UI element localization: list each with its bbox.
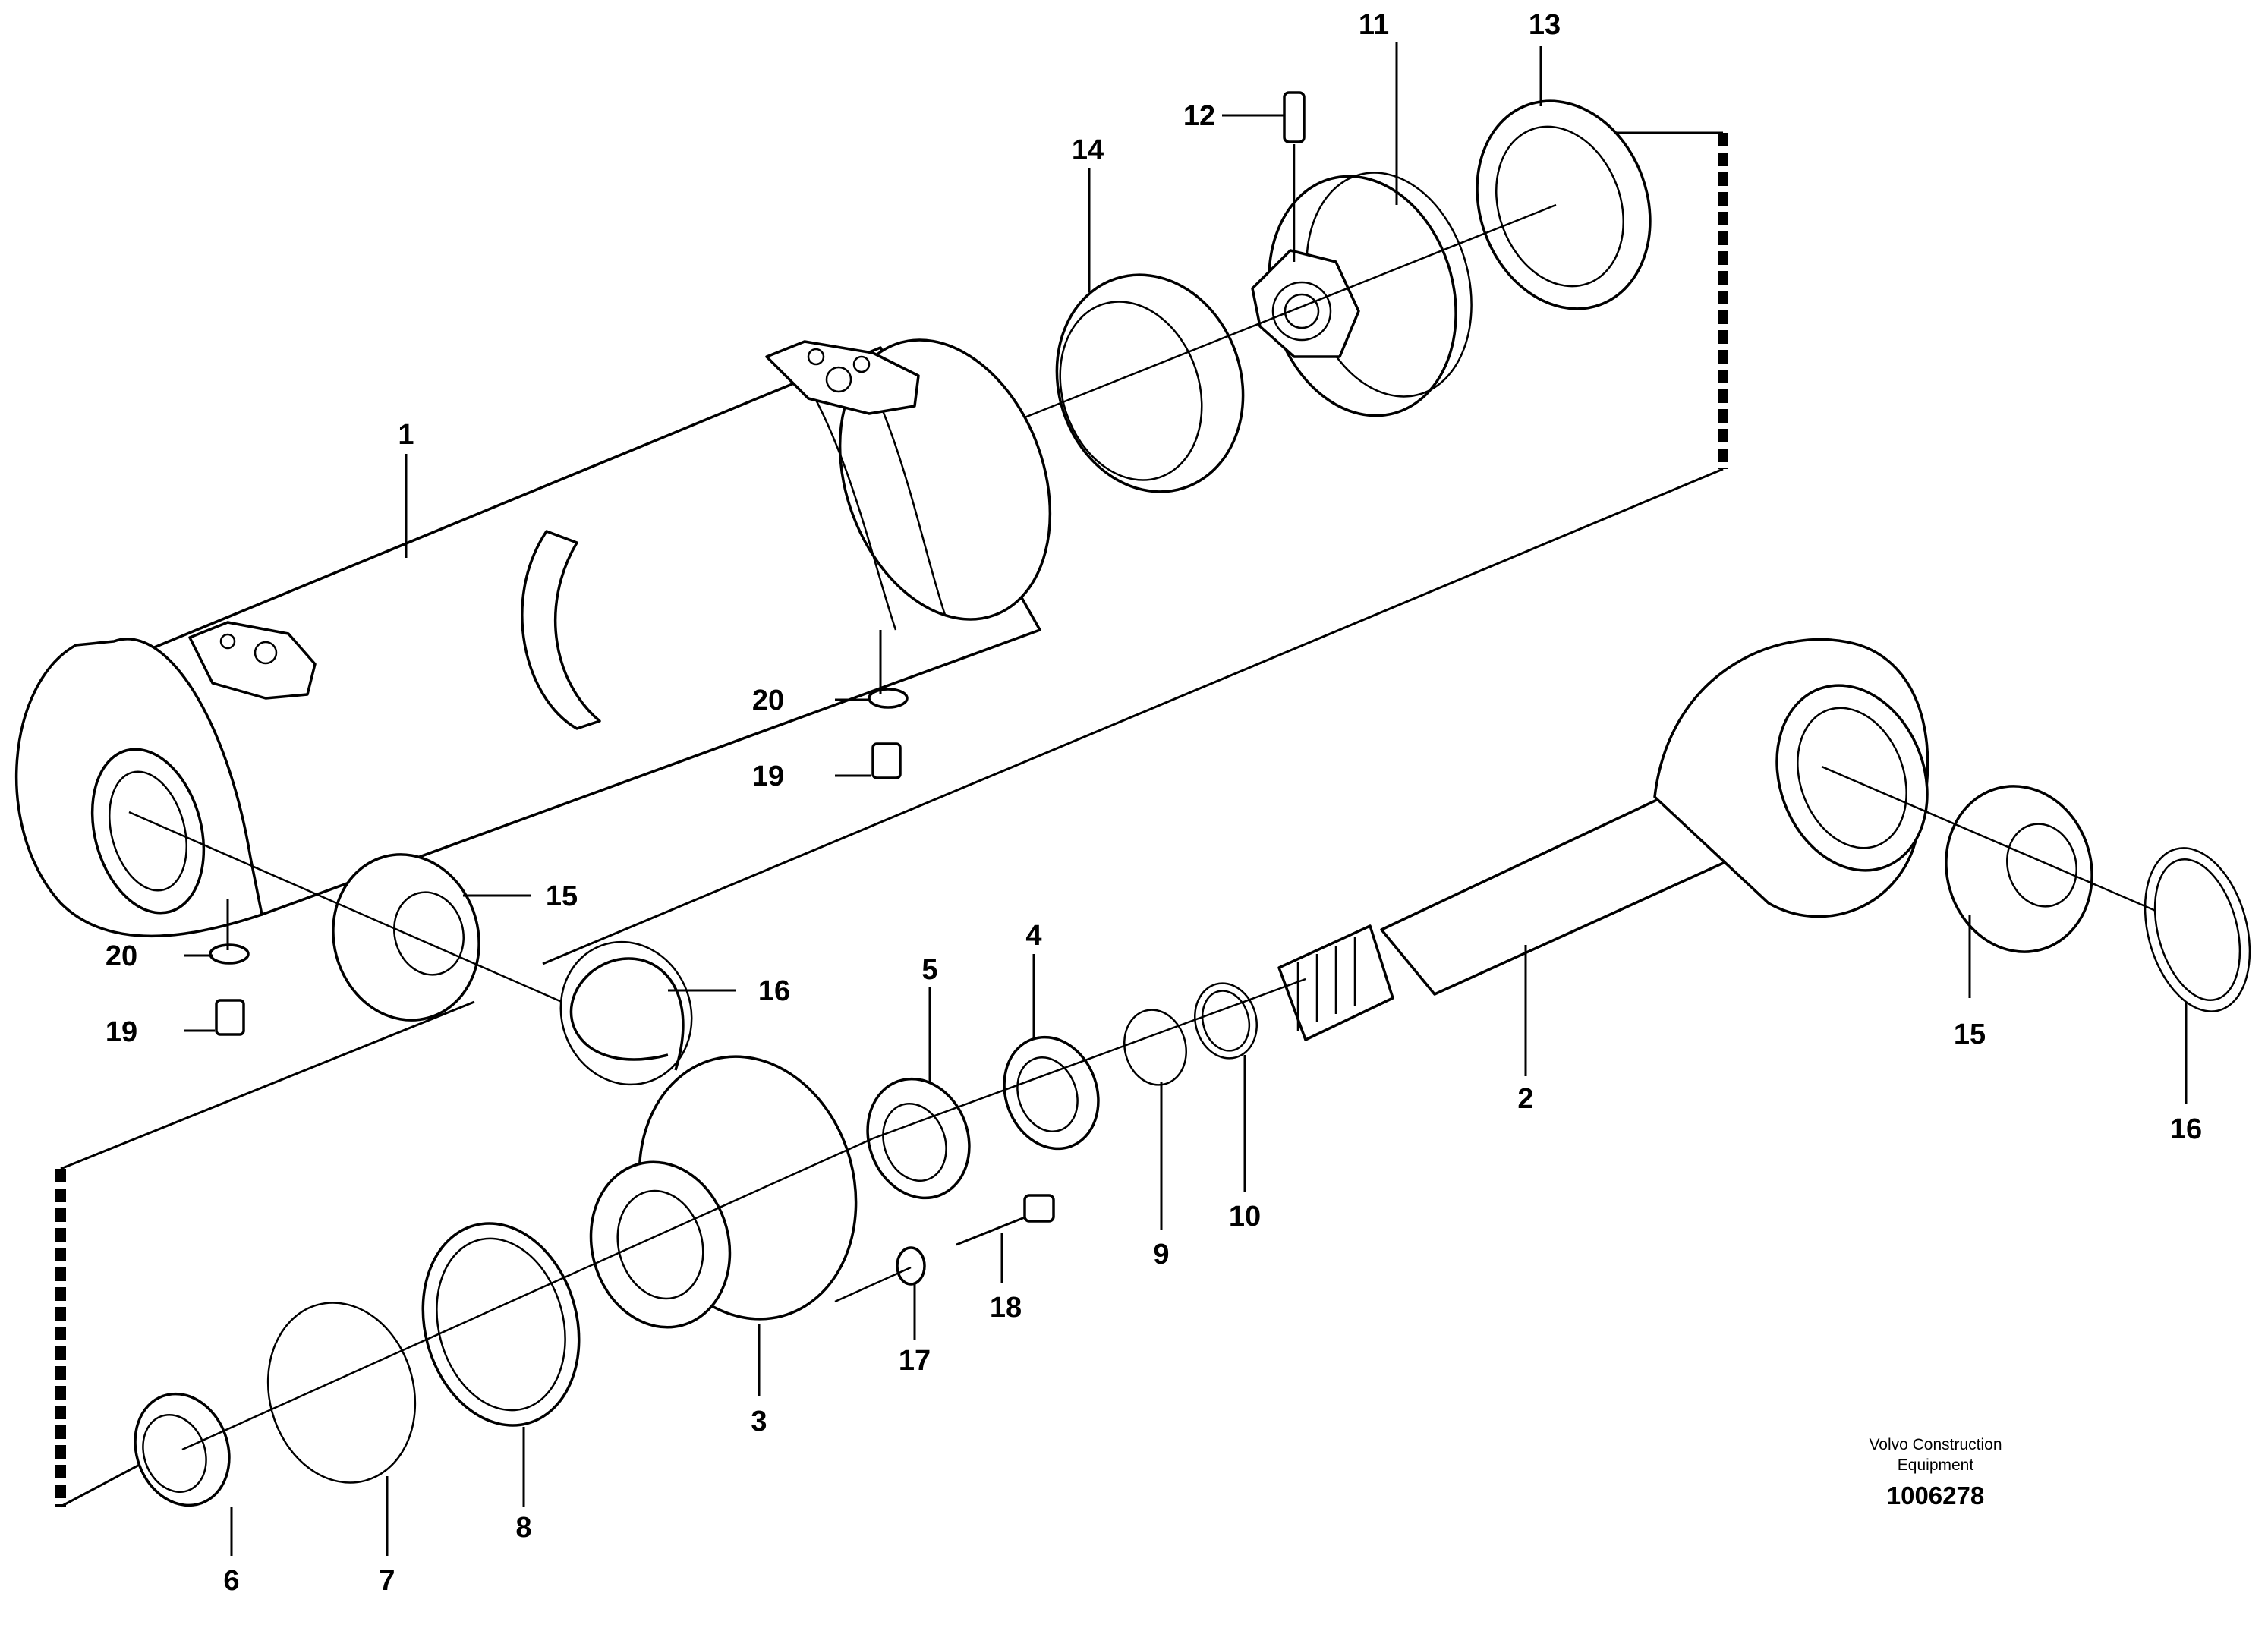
credit-block: Volvo Construction Equipment 1006278: [1869, 1436, 2002, 1510]
callout-11: 11: [1359, 9, 1389, 41]
part-3-cylinder-head: [589, 1055, 858, 1329]
callout-16-left: 16: [758, 975, 790, 1007]
leader-lines: [184, 42, 2188, 1556]
callout-5: 5: [921, 954, 937, 986]
part-20-washer-upper: [868, 688, 909, 709]
cylinder-tube: [14, 338, 1052, 938]
callout-4: 4: [1025, 920, 1041, 952]
part-2-piston-rod: [1277, 638, 1929, 1041]
callout-12: 12: [1183, 100, 1215, 132]
callout-18: 18: [990, 1292, 1022, 1324]
callout-19-upper: 19: [752, 760, 784, 792]
part-17-washer: [896, 1246, 926, 1286]
part-15-bearing-right: [1945, 785, 2093, 953]
part-4-seal: [1003, 1035, 1100, 1151]
part-8-backup-ring: [421, 1222, 581, 1427]
callout-20-upper: 20: [752, 685, 784, 716]
callout-16-right: 16: [2170, 1113, 2202, 1145]
part-18-screw: [956, 1194, 1055, 1246]
part-13-seal: [1476, 99, 1652, 310]
assembly-axes: [128, 203, 2156, 1451]
part-11-piston: [1251, 172, 1473, 417]
callout-7: 7: [379, 1565, 395, 1597]
part-7-o-ring: [266, 1302, 417, 1484]
document-number: 1006278: [1887, 1481, 1984, 1510]
part-16-circlip-right: [2144, 847, 2251, 1012]
part-19-plug-lower: [215, 999, 245, 1036]
callout-1: 1: [398, 419, 414, 451]
part-16-circlip-left: [559, 940, 693, 1086]
callout-14: 14: [1072, 134, 1104, 166]
callout-20-lower: 20: [106, 940, 137, 972]
callout-3: 3: [751, 1406, 767, 1437]
part-12-set-screw: [1283, 91, 1306, 262]
part-20-washer-lower: [209, 943, 250, 965]
part-10-o-ring: [1194, 982, 1258, 1060]
part-15-bearing-left: [332, 853, 480, 1022]
callout-8: 8: [515, 1512, 531, 1544]
part-9-o-ring: [1123, 1009, 1187, 1086]
callout-19-lower: 19: [106, 1016, 137, 1048]
callout-6: 6: [223, 1565, 239, 1597]
callout-labels: 1 2 3 4 5 6 7 8 9 10 11 12 13 14 15 15 1…: [106, 9, 2202, 1597]
callout-13: 13: [1529, 9, 1561, 41]
part-19-plug-upper: [871, 742, 902, 779]
callout-15-left: 15: [546, 880, 578, 912]
part-5-seal: [866, 1077, 971, 1200]
callout-9: 9: [1153, 1239, 1169, 1270]
callout-17: 17: [899, 1345, 931, 1377]
credit-line-2: Equipment: [1898, 1456, 1974, 1474]
credit-line-1: Volvo Construction: [1869, 1436, 2002, 1453]
callout-10: 10: [1229, 1201, 1261, 1233]
callout-2: 2: [1517, 1083, 1533, 1115]
part-14-ring: [1055, 273, 1245, 493]
callout-15-right: 15: [1954, 1019, 1986, 1050]
